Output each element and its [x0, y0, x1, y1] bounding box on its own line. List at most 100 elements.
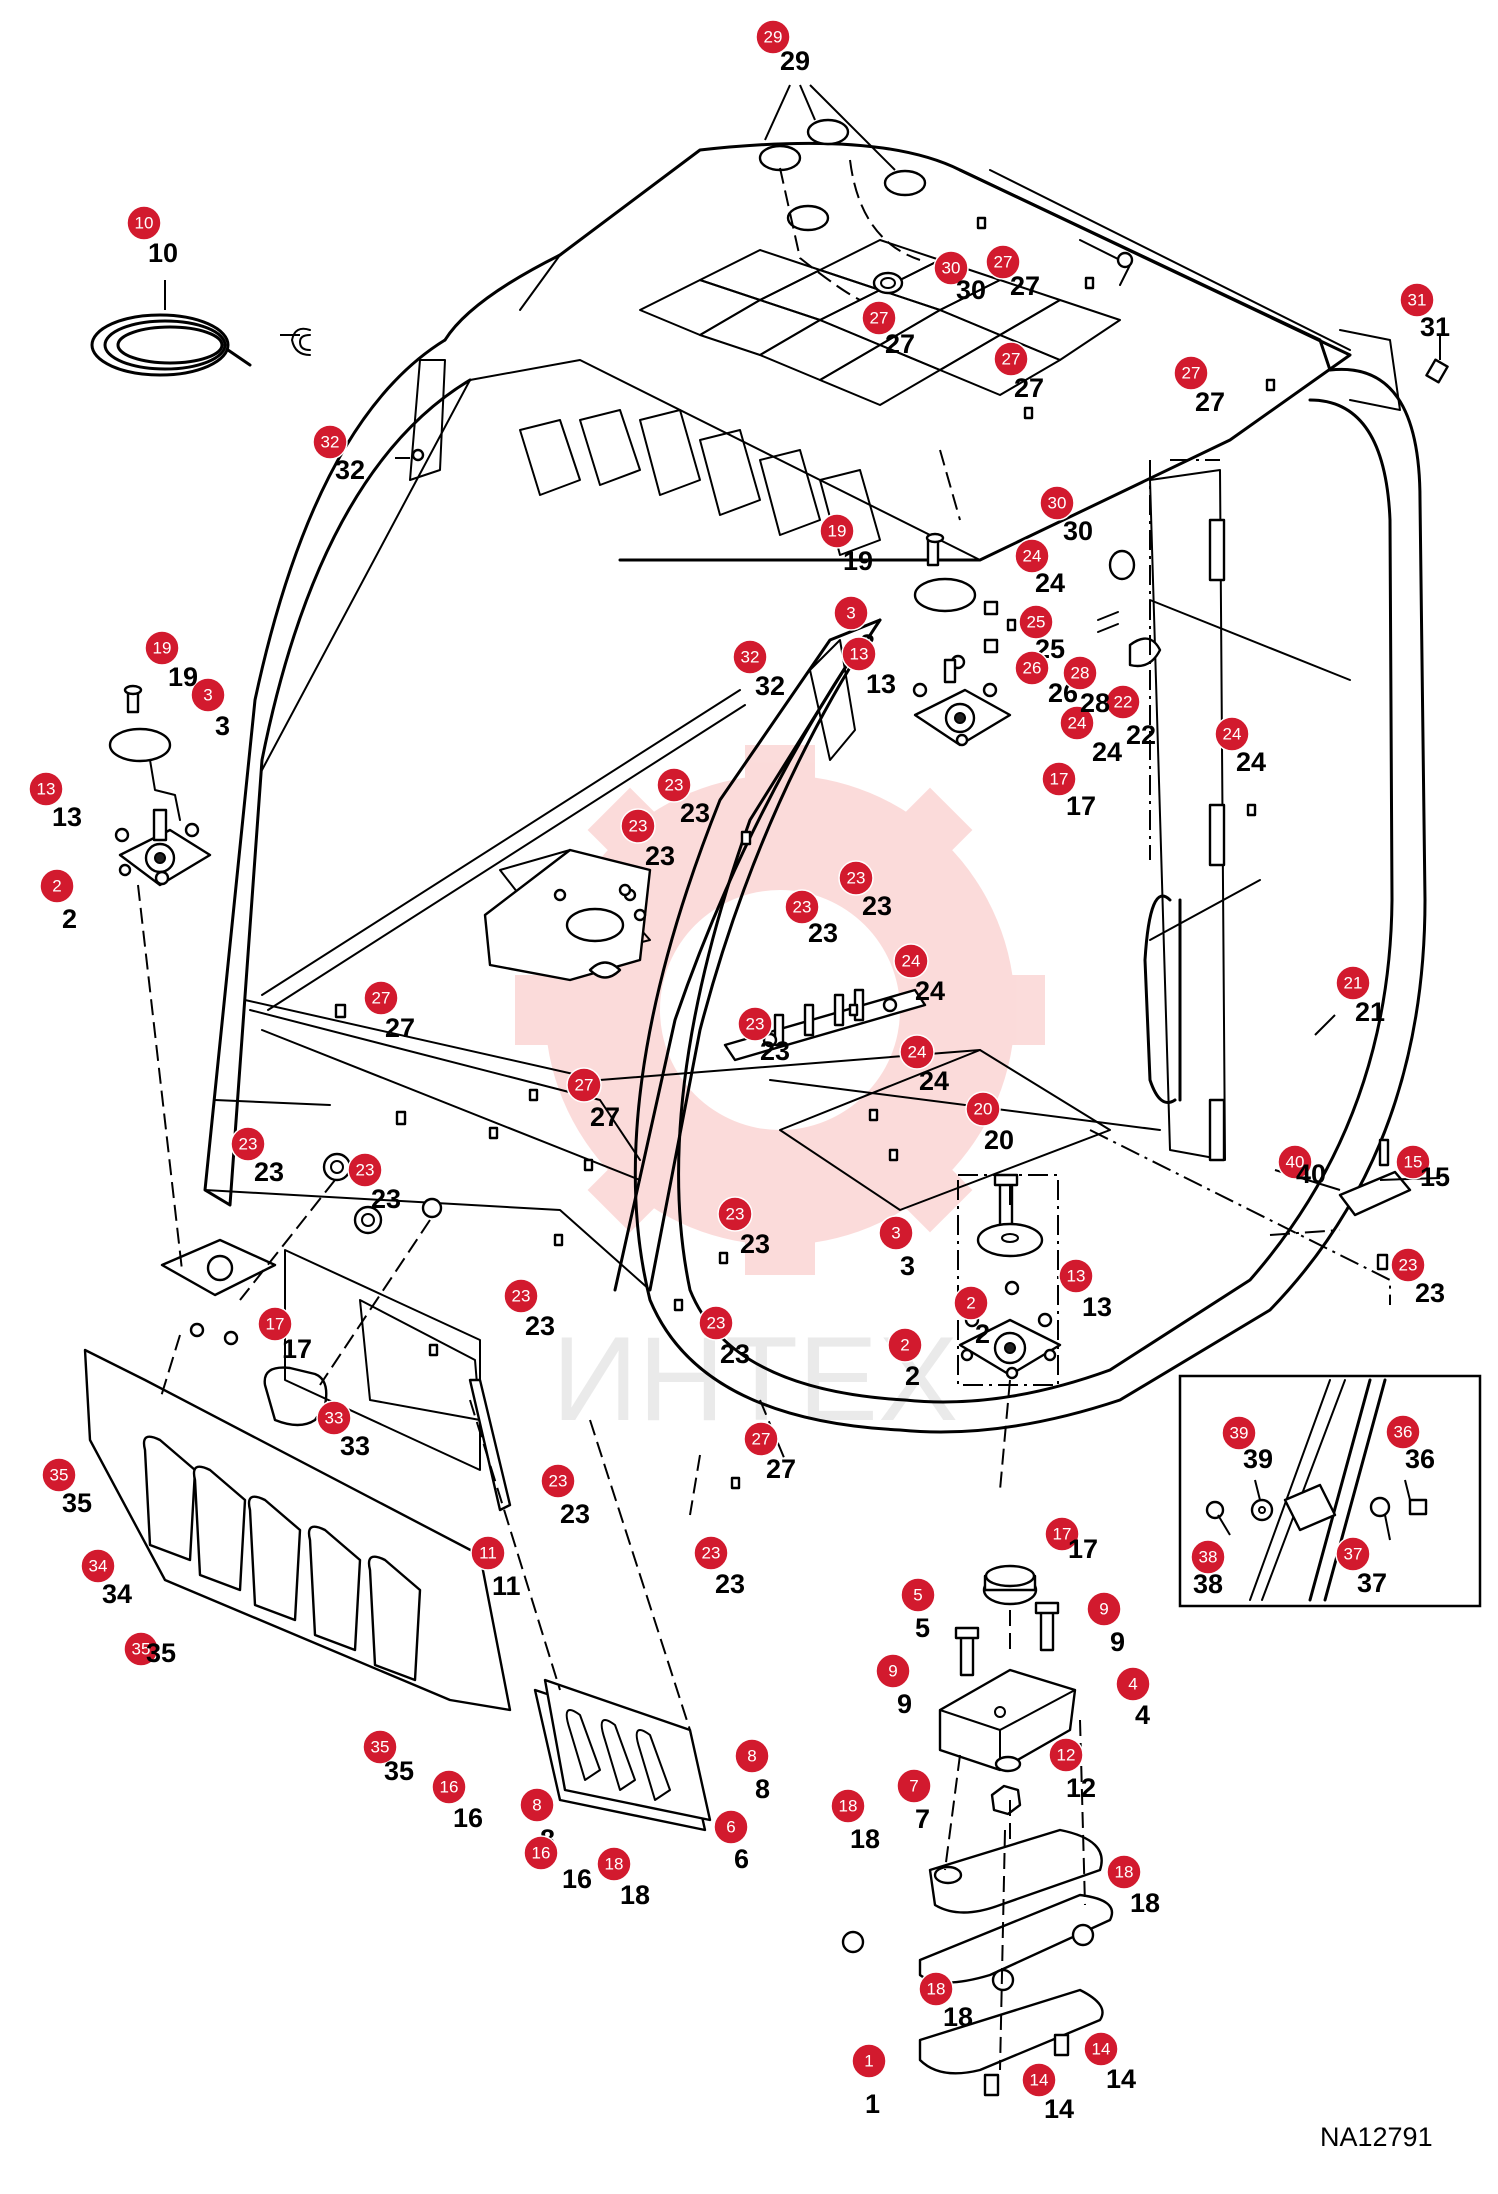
callout-badge-14: 14 — [1083, 2031, 1119, 2067]
callout-label-17: 17 — [282, 1334, 312, 1364]
callout-label-27: 27 — [1195, 387, 1225, 417]
callout-badge-circle — [918, 1971, 954, 2007]
callout-badge-circle — [1086, 1591, 1122, 1627]
callout-label-23: 23 — [715, 1569, 745, 1599]
callout-badge-number: 6 — [726, 1818, 735, 1837]
callout-badge-circle — [965, 1091, 1001, 1127]
callout-badge-16: 16 — [523, 1835, 559, 1871]
callout-label-13: 13 — [866, 669, 896, 699]
callout-badge-23: 23 — [540, 1463, 576, 1499]
callout-badge-number: 28 — [1071, 664, 1090, 683]
callout-badge-11: 11 — [470, 1535, 506, 1571]
callout-badge-circle — [620, 808, 656, 844]
callout-badge-number: 17 — [1053, 1525, 1072, 1544]
callout-badge-circle — [953, 1285, 989, 1321]
callout-badge-circle — [1335, 1536, 1371, 1572]
callout-badge-6: 6 — [713, 1809, 749, 1845]
callout-badge-number: 19 — [153, 639, 172, 658]
callout-badge-number: 18 — [839, 1797, 858, 1816]
callout-badge-circle — [190, 677, 226, 713]
callout-label-17: 17 — [1066, 791, 1096, 821]
callout-badge-circle — [566, 1067, 602, 1103]
callout-label-8: 8 — [755, 1774, 770, 1804]
callout-label-35: 35 — [384, 1756, 414, 1786]
callout-badge-number: 39 — [1230, 1424, 1249, 1443]
callout-badge-circle — [875, 1653, 911, 1689]
callout-badge-number: 18 — [1115, 1863, 1134, 1882]
callout-badge-number: 27 — [994, 253, 1013, 272]
callout-layer: 1122222233333344556677888899991010111112… — [28, 19, 1450, 2124]
callout-badge-circle — [470, 1535, 506, 1571]
rear-grille-panel — [83, 1348, 512, 1712]
callout-badge-circle — [257, 1306, 293, 1342]
callout-badge-number: 17 — [266, 1315, 285, 1334]
callout-badge-circle — [431, 1769, 467, 1805]
callout-badge-number: 23 — [793, 898, 812, 917]
callout-label-17: 17 — [1068, 1534, 1098, 1564]
callout-label-37: 37 — [1357, 1568, 1387, 1598]
callout-badge-number: 22 — [1114, 693, 1133, 712]
callout-badge-34: 34 — [80, 1548, 116, 1584]
figure-reference-code: NA12791 — [1320, 2122, 1433, 2152]
callout-badge-number: 2 — [52, 877, 61, 896]
callout-badge-number: 7 — [909, 1777, 918, 1796]
callout-badge-2: 2 — [953, 1285, 989, 1321]
callout-badge-number: 24 — [1023, 547, 1042, 566]
callout-badge-circle — [80, 1548, 116, 1584]
callout-badge-24: 24 — [899, 1034, 935, 1070]
callout-label-27: 27 — [766, 1454, 796, 1484]
callout-badge-3: 3 — [833, 595, 869, 631]
callout-badge-number: 23 — [702, 1544, 721, 1563]
callout-badge-number: 2 — [900, 1336, 909, 1355]
callout-badge-number: 23 — [726, 1205, 745, 1224]
callout-badge-circle — [503, 1278, 539, 1314]
callout-badge-12: 12 — [1048, 1737, 1084, 1773]
callout-badge-circle — [1021, 2062, 1057, 2098]
callout-badge-number: 14 — [1030, 2071, 1049, 2090]
callout-badge-19: 19 — [819, 513, 855, 549]
callout-label-10: 10 — [148, 238, 178, 268]
callout-badge-circle — [1395, 1144, 1431, 1180]
callout-badge-circle — [523, 1835, 559, 1871]
callout-label-23: 23 — [720, 1339, 750, 1369]
callout-badge-circle — [1106, 1854, 1142, 1890]
callout-badge-9: 9 — [1086, 1591, 1122, 1627]
callout-badge-circle — [1335, 965, 1371, 1001]
callout-badge-circle — [1048, 1737, 1084, 1773]
callout-badge-circle — [933, 250, 969, 286]
callout-badge-circle — [1083, 2031, 1119, 2067]
callout-badge-5: 5 — [900, 1577, 936, 1613]
callout-badge-number: 16 — [532, 1844, 551, 1863]
callout-badge-27: 27 — [861, 300, 897, 336]
callout-label-23: 23 — [371, 1184, 401, 1214]
callout-badge-circle — [784, 889, 820, 925]
callout-badge-31: 31 — [1399, 282, 1435, 318]
callout-badge-circle — [316, 1400, 352, 1436]
callout-label-19: 19 — [168, 662, 198, 692]
callout-badge-number: 13 — [37, 780, 56, 799]
callout-badge-21: 21 — [1335, 965, 1371, 1001]
callout-badge-number: 23 — [847, 869, 866, 888]
callout-label-18: 18 — [850, 1824, 880, 1854]
callout-badge-23: 23 — [620, 808, 656, 844]
callout-badge-circle — [1277, 1144, 1313, 1180]
callout-badge-number: 3 — [891, 1224, 900, 1243]
center-mount-assembly — [958, 1173, 1062, 1380]
callout-badge-circle — [878, 1215, 914, 1251]
callout-badge-number: 23 — [1399, 1256, 1418, 1275]
callout-badge-circle — [144, 630, 180, 666]
callout-label-34: 34 — [102, 1579, 132, 1609]
callout-badge-number: 13 — [850, 645, 869, 664]
callout-badge-circle — [1062, 655, 1098, 691]
callout-badge-8: 8 — [734, 1738, 770, 1774]
callout-badge-number: 17 — [1050, 770, 1069, 789]
center-bracket — [483, 848, 652, 982]
callout-label-16: 16 — [562, 1864, 592, 1894]
callout-badge-circle — [985, 244, 1021, 280]
callout-badge-number: 30 — [942, 259, 961, 278]
callout-badge-circle — [1385, 1414, 1421, 1450]
callout-badge-number: 29 — [764, 28, 783, 47]
callout-label-13: 13 — [1082, 1292, 1112, 1322]
callout-badge-number: 23 — [629, 817, 648, 836]
callout-label-11: 11 — [492, 1571, 521, 1601]
